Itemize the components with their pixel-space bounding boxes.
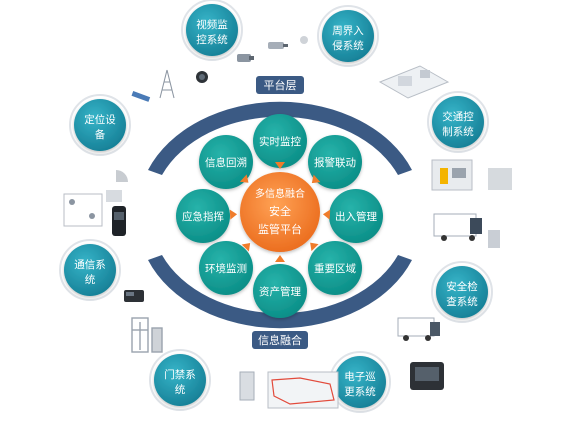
inspection-truck-icon bbox=[397, 317, 440, 341]
system-circle bbox=[432, 96, 484, 148]
ring-bottom-label: 信息融合 bbox=[258, 333, 302, 347]
arrow-group bbox=[229, 162, 331, 262]
tower-icon bbox=[159, 69, 175, 99]
traffic-scene-icon bbox=[431, 159, 512, 191]
arrow-emergency bbox=[229, 209, 238, 220]
module-realtime: 实时监控 bbox=[253, 114, 307, 168]
ring-top-label: 平台层 bbox=[264, 78, 297, 92]
module-circle bbox=[199, 135, 253, 189]
arrow-key-area bbox=[310, 242, 319, 252]
system-label-line: 周界入 bbox=[332, 25, 364, 37]
ring-bottom-arc bbox=[148, 255, 412, 329]
system-label-line: 交通控 bbox=[442, 110, 474, 123]
system-circle bbox=[74, 99, 126, 151]
module-playback: 信息回溯 bbox=[199, 135, 253, 189]
system-label-line: 控系统 bbox=[196, 33, 228, 46]
module-label: 信息回溯 bbox=[205, 156, 247, 169]
arrow-env bbox=[241, 242, 251, 252]
arrow-realtime bbox=[275, 162, 285, 169]
system-circle bbox=[64, 244, 116, 296]
module-label: 应急指挥 bbox=[182, 210, 224, 223]
module-circle bbox=[329, 189, 383, 243]
patrol-map-icon bbox=[239, 371, 339, 409]
module-label: 出入管理 bbox=[335, 210, 377, 223]
module-access: 出入管理 bbox=[329, 189, 383, 243]
center-line-3: 监管平台 bbox=[258, 222, 302, 236]
system-label-line: 备 bbox=[95, 128, 106, 141]
platform-ring bbox=[148, 101, 412, 329]
module-label: 环境监测 bbox=[205, 262, 247, 275]
module-circle bbox=[176, 189, 230, 243]
perimeter-scene-icon bbox=[378, 65, 450, 99]
module-emergency: 应急指挥 bbox=[176, 189, 230, 243]
center-line-1: 多信息融合 bbox=[255, 187, 305, 200]
system-label-line: 更系统 bbox=[344, 385, 376, 398]
turnstile-icon bbox=[131, 317, 163, 353]
arrow-access bbox=[322, 209, 331, 220]
ring-label-top: 平台层 bbox=[256, 76, 304, 94]
system-label-line: 统 bbox=[85, 273, 96, 286]
center-platform: 多信息融合 安全 监管平台 bbox=[240, 172, 320, 252]
ring-top-arc bbox=[148, 101, 412, 175]
module-label: 报警联动 bbox=[314, 156, 356, 169]
module-circle bbox=[308, 135, 362, 189]
camera-icon bbox=[196, 36, 308, 83]
system-label-line: 安全检 bbox=[446, 280, 478, 293]
phone-icon bbox=[63, 193, 144, 302]
module-asset: 资产管理 bbox=[253, 264, 307, 318]
satellite-icon bbox=[106, 91, 151, 202]
system-circle bbox=[186, 4, 238, 56]
center-line-2: 安全 bbox=[269, 204, 291, 218]
ring-label-bottom: 信息融合 bbox=[252, 331, 308, 349]
module-circle bbox=[253, 264, 307, 318]
system-label-line: 侵系统 bbox=[332, 39, 364, 52]
arrow-alarm bbox=[311, 174, 321, 184]
truck-icon bbox=[433, 213, 500, 248]
module-key-area: 重要区域 bbox=[308, 241, 362, 295]
system-label-line: 统 bbox=[175, 383, 186, 396]
system-label-line: 定位设 bbox=[84, 113, 116, 126]
module-label: 资产管理 bbox=[259, 285, 301, 298]
system-circle bbox=[334, 356, 386, 408]
system-circle bbox=[322, 10, 374, 62]
system-circle bbox=[154, 354, 206, 406]
arrow-asset bbox=[275, 255, 285, 262]
module-circle bbox=[253, 114, 307, 168]
module-circle bbox=[308, 241, 362, 295]
module-alarm: 报警联动 bbox=[308, 135, 362, 189]
system-label-line: 电子巡 bbox=[344, 370, 376, 383]
case-icon bbox=[410, 362, 444, 390]
module-env: 环境监测 bbox=[199, 241, 253, 295]
system-label-line: 制系统 bbox=[442, 125, 474, 138]
system-circle bbox=[436, 266, 488, 318]
system-label-line: 门禁系 bbox=[164, 368, 196, 381]
arrow-playback bbox=[239, 174, 249, 183]
system-label-line: 查系统 bbox=[446, 295, 478, 308]
system-label-line: 视频监 bbox=[196, 18, 228, 31]
system-group: 视频监控系统周界入侵系统交通控制系统安全检查系统电子巡更系统门禁系统通信系统定位… bbox=[59, 0, 493, 413]
module-label: 重要区域 bbox=[314, 262, 356, 275]
module-label: 实时监控 bbox=[259, 135, 301, 148]
module-circle bbox=[199, 241, 253, 295]
equipment-illustrations bbox=[63, 36, 512, 409]
system-label-line: 通信系 bbox=[74, 259, 106, 271]
